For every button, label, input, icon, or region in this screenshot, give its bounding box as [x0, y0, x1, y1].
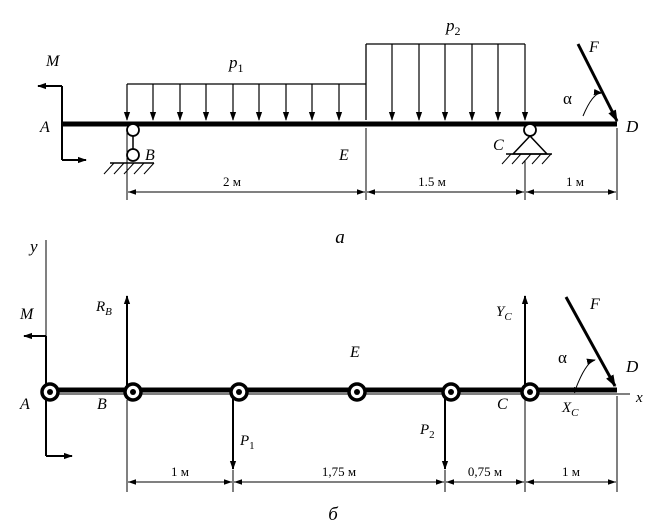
- dimension-label-1m-a: 1 м: [171, 464, 189, 479]
- node-c: [520, 382, 540, 402]
- distributed-load-p2: [365, 43, 529, 121]
- dimension-label-2m: 2 м: [223, 174, 241, 189]
- label-p1-top: p1: [228, 53, 244, 75]
- force-f-bottom: [564, 296, 617, 388]
- label-p1-bottom: P1: [239, 433, 255, 452]
- label-yc: YC: [496, 304, 512, 323]
- dimension-lines-bottom: [126, 396, 618, 492]
- label-rb: RB: [95, 299, 112, 318]
- node-p2: [441, 382, 461, 402]
- dimension-label-1m-b: 1 м: [562, 464, 580, 479]
- label-xc: XC: [561, 400, 579, 419]
- label-alpha-bottom: α: [558, 348, 567, 367]
- label-m-bottom: M: [19, 306, 35, 323]
- label-e-bottom: E: [349, 344, 360, 361]
- moment-symbol-top: [37, 82, 87, 164]
- dimension-label-0-75m: 0,75 м: [468, 464, 502, 479]
- dimension-label-1m-top: 1 м: [566, 174, 584, 189]
- caption-b: б: [328, 504, 339, 525]
- node-a: [40, 382, 60, 402]
- label-x: x: [635, 390, 643, 406]
- label-m-top: M: [45, 53, 61, 70]
- dimension-label-1-5m: 1.5 м: [418, 174, 446, 189]
- label-a-top: A: [39, 119, 50, 136]
- label-f-top: F: [588, 39, 599, 56]
- label-b-top: B: [145, 147, 155, 164]
- dimension-lines-top: [126, 128, 618, 200]
- label-p2-top: p2: [445, 16, 461, 38]
- bottom-diagram: y x M A B E C D F α RB YC XC P1 P2 1 м 1…: [19, 237, 643, 525]
- angle-arc-top: [582, 88, 603, 117]
- label-d-top: D: [625, 117, 639, 136]
- label-y: y: [28, 237, 38, 256]
- label-f-bottom: F: [589, 296, 600, 313]
- distributed-load-p1: [123, 83, 366, 121]
- label-e-top: E: [338, 147, 349, 164]
- roller-support-b: [103, 123, 155, 175]
- dimension-label-1-75m: 1,75 м: [322, 464, 356, 479]
- label-d-bottom: D: [625, 357, 639, 376]
- top-diagram: M A B E C D F α p1 p2 2 м 1.5 м 1 м а: [37, 16, 639, 248]
- pin-support-c: [501, 123, 552, 165]
- node-b: [123, 382, 143, 402]
- node-p1: [229, 382, 249, 402]
- label-c-top: C: [493, 137, 504, 154]
- force-f-top: [576, 43, 619, 123]
- label-p2-bottom: P2: [419, 422, 435, 441]
- caption-a: а: [335, 227, 345, 248]
- label-c-bottom: C: [497, 396, 508, 413]
- node-e: [347, 382, 367, 402]
- angle-arc-bottom: [575, 358, 596, 389]
- label-a-bottom: A: [19, 396, 30, 413]
- label-alpha-top: α: [563, 89, 572, 108]
- label-b-bottom: B: [97, 396, 107, 413]
